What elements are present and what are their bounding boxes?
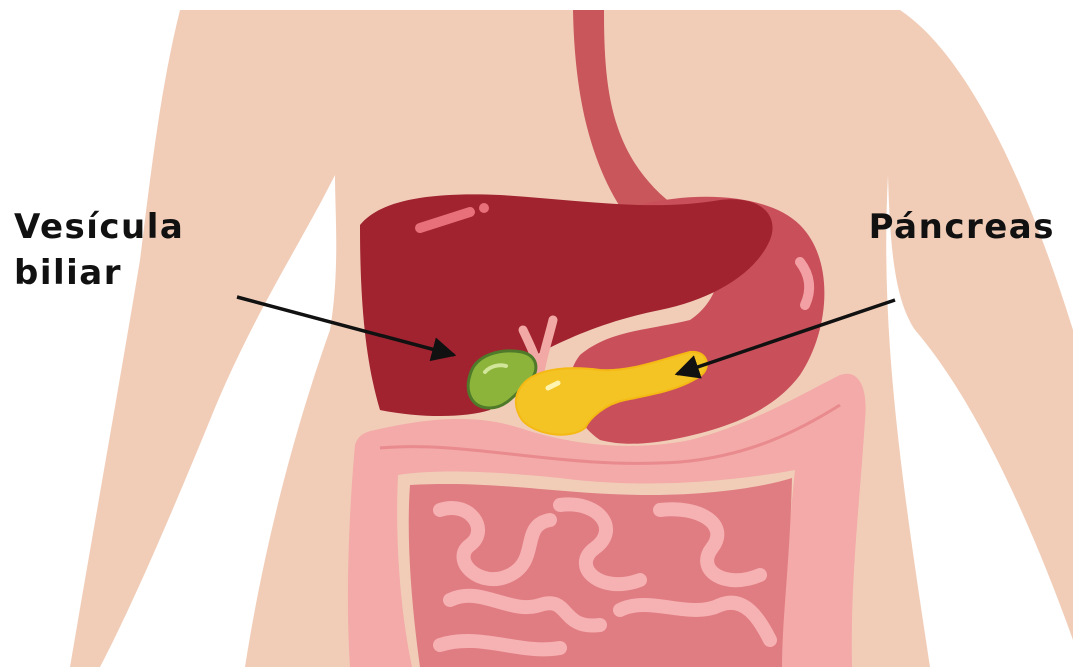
liver-highlight-dot — [479, 203, 489, 213]
pancreas-label: Páncreas — [869, 205, 1055, 251]
gallbladder-label-line1: Vesícula — [14, 205, 184, 251]
gallbladder-label: Vesícula biliar — [14, 205, 184, 297]
gallbladder-label-line2: biliar — [14, 251, 184, 297]
